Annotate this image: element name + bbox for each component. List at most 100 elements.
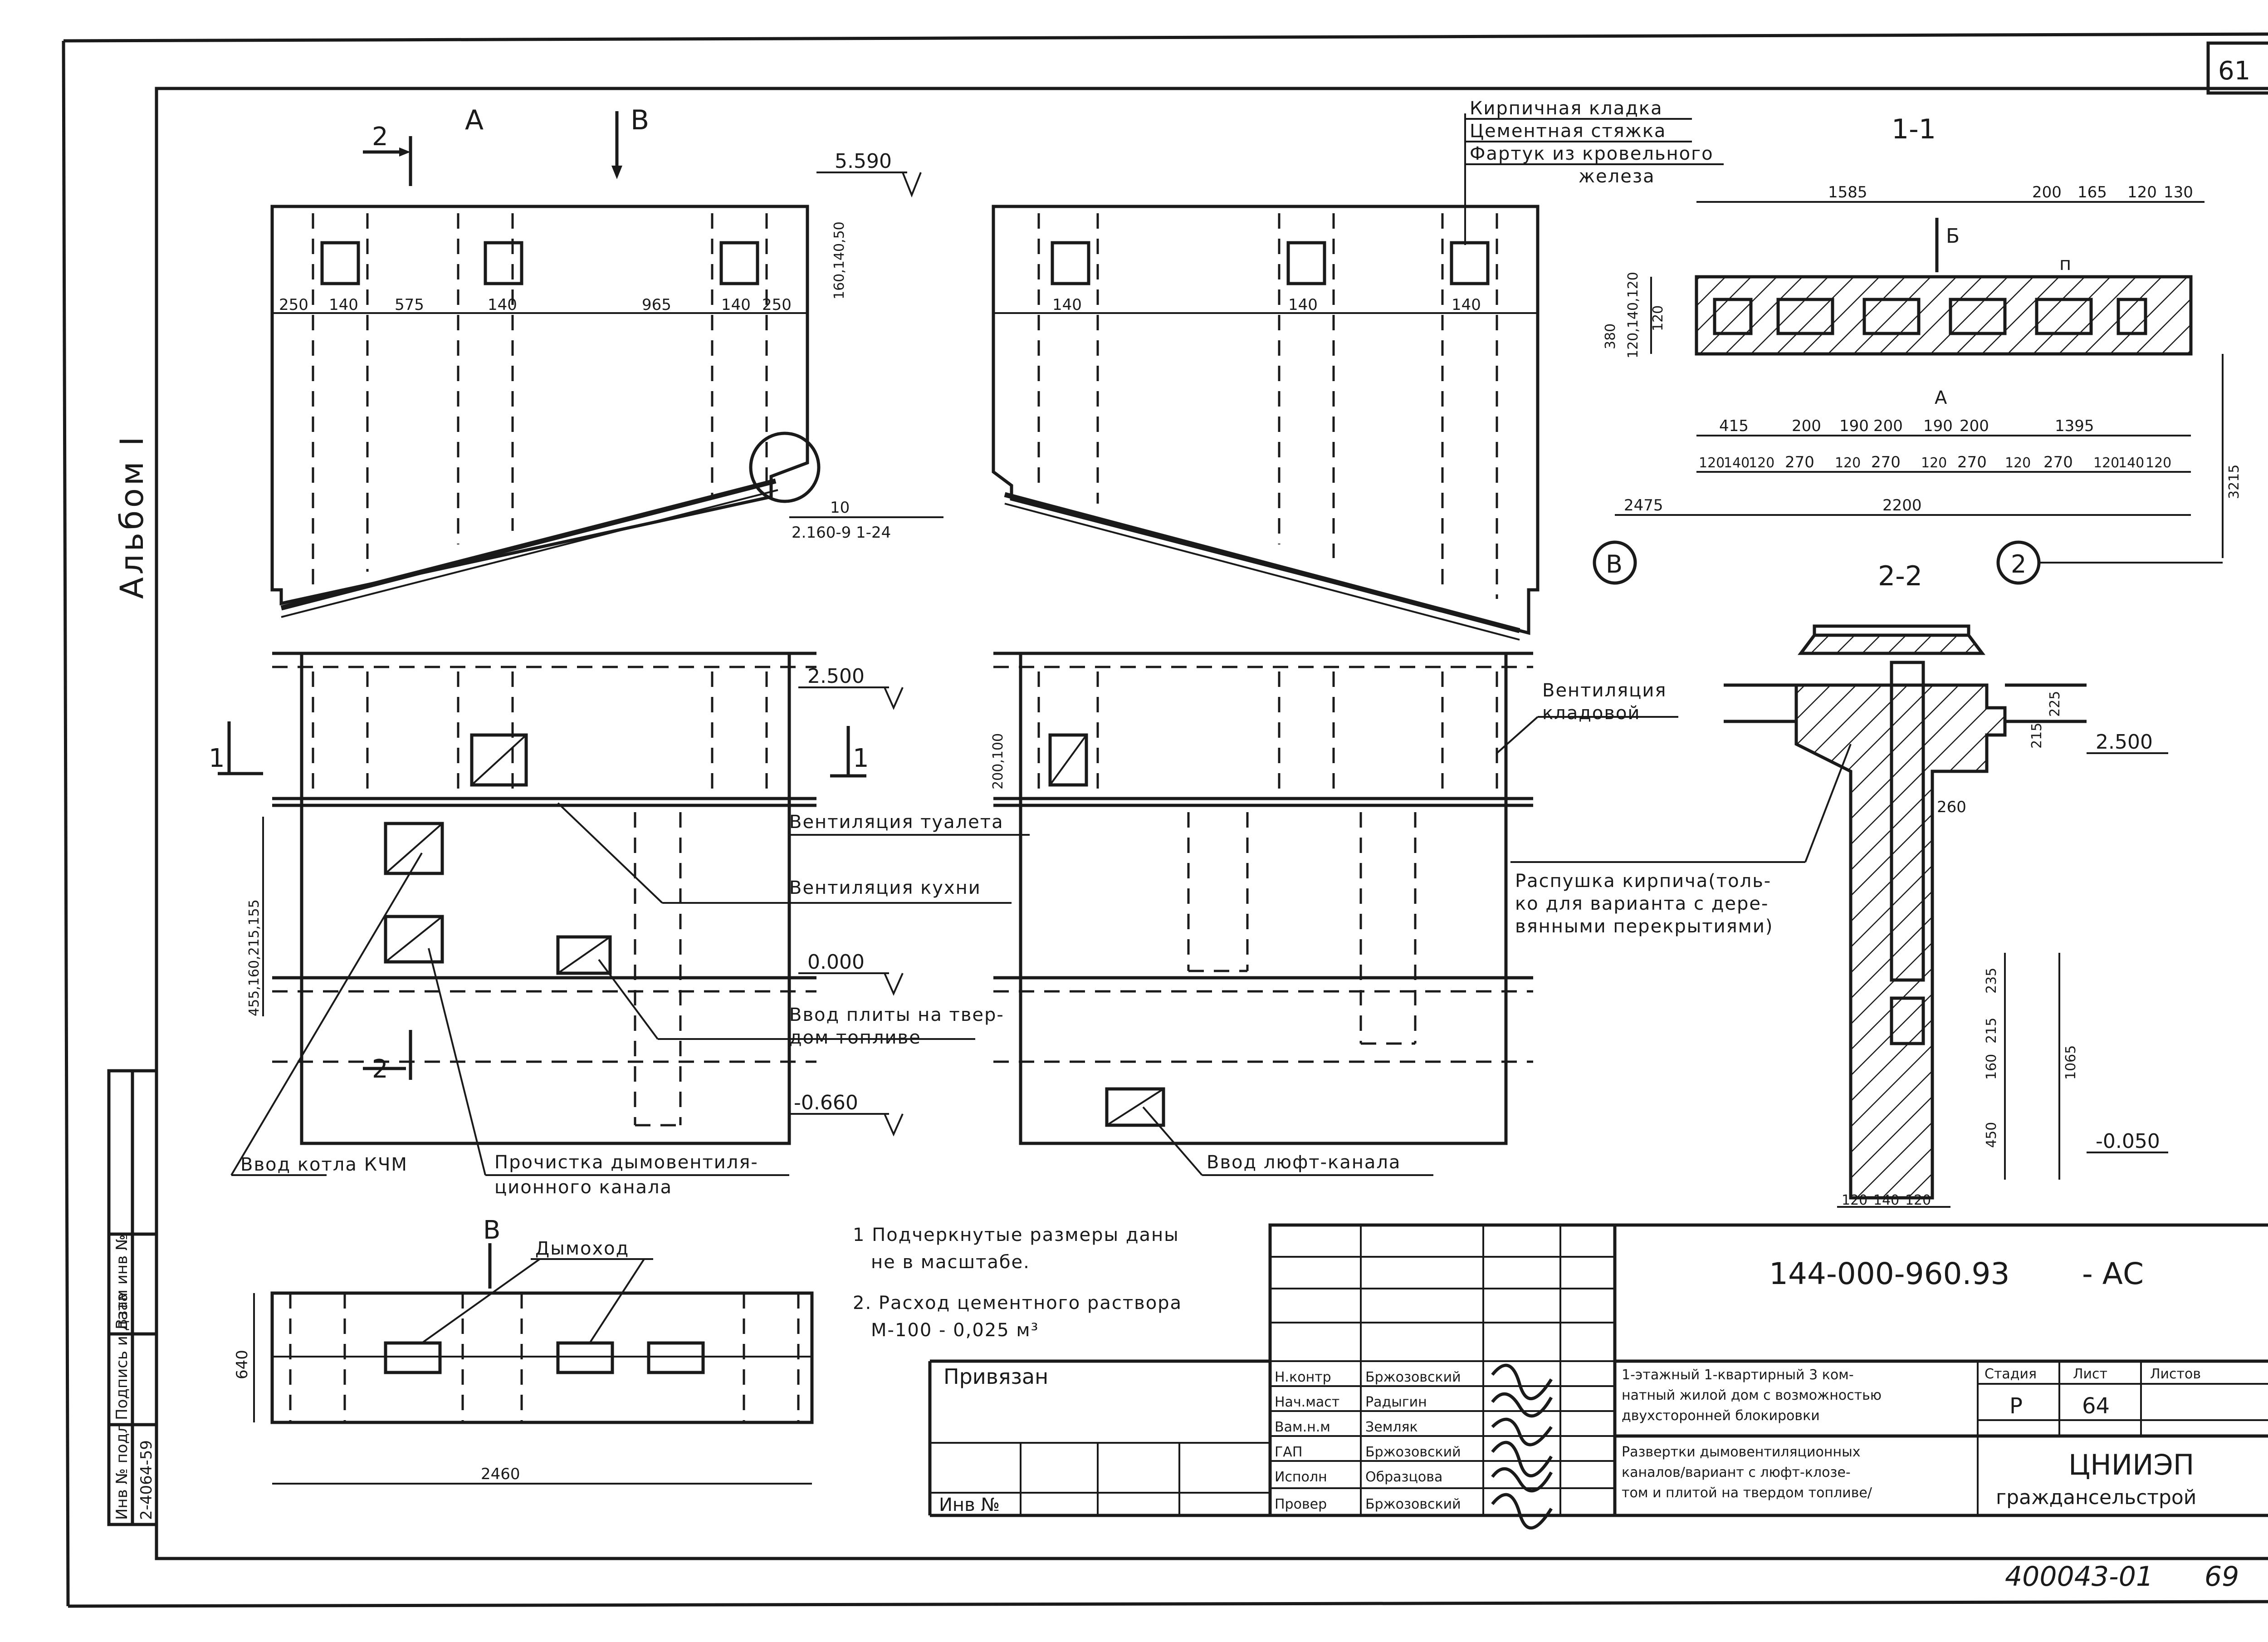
s11-mark-b: Б: [1946, 225, 1960, 248]
dim-top-3: 140: [488, 296, 517, 314]
s11-row1-0: 415: [1719, 417, 1749, 435]
sheet-label: Лист: [2073, 1366, 2107, 1382]
plan-dim-640: 640: [233, 1350, 251, 1379]
s22-bottom-1: 140: [1873, 1192, 1899, 1208]
s11-bottom-0: 2475: [1624, 496, 1663, 515]
s22-lower-450: 450: [1984, 1122, 1999, 1148]
sheet-line3: том и плитой на твердом топливе/: [1622, 1485, 1872, 1501]
plan-axis-b: В: [483, 1216, 500, 1245]
project-line3: двухсторонней блокировки: [1622, 1408, 1820, 1424]
s11-axis-2: 2: [2011, 550, 2026, 578]
label-stove-2: дом топливе: [789, 1027, 921, 1048]
title-inv: Инв №: [939, 1495, 1000, 1515]
stage-value: Р: [2009, 1393, 2023, 1419]
node-ref-bottom: 2.160-9 1-24: [792, 524, 891, 542]
strip-cell-inv-podl: Инв № подл: [113, 1423, 131, 1520]
strip-cell-replace-inv: Взам инв №: [113, 1235, 131, 1329]
plan-label-chimney: Дымоход: [535, 1238, 629, 1259]
elevation-right: 140 140 140 200,100 Кирпичная кладка Цем…: [990, 98, 1724, 1176]
s11-row2-6: 120: [1921, 455, 1947, 471]
label-cleanout-1: Прочистка дымовентиля-: [494, 1152, 758, 1173]
role-5: Провер: [1275, 1496, 1327, 1512]
note-1-line1: 1 Подчеркнутые размеры даны: [853, 1225, 1179, 1245]
s11-mark-a: А: [1935, 387, 1947, 408]
name-2: Земляк: [1365, 1419, 1418, 1435]
org-line1: ЦНИИЭП: [2068, 1448, 2194, 1481]
role-1: Нач.маст: [1275, 1394, 1339, 1410]
s11-row1-6: 1395: [2055, 417, 2094, 435]
s11-top-2: 165: [2077, 183, 2107, 201]
s11-right-dim: 3215: [2226, 465, 2242, 499]
section-mark-1-right: 1: [853, 744, 869, 773]
section-mark-2-top: 2: [372, 122, 388, 152]
sheet-line2: каналов/вариант с люфт-клозе-: [1622, 1465, 1851, 1480]
s22-label-3: вянными перекрытиями): [1515, 916, 1773, 937]
s22-bottom-2: 120: [1905, 1192, 1931, 1208]
dim-right-side: 200,100: [990, 733, 1006, 789]
s11-axis-b: В: [1606, 550, 1623, 578]
section-mark-1-left: 1: [209, 744, 225, 773]
s22-total-1065: 1065: [2063, 1045, 2079, 1080]
s11-row2-5: 270: [1871, 453, 1901, 471]
label-pantry-1: Вентиляция: [1542, 680, 1667, 701]
dim-right-top-1: 140: [1288, 296, 1318, 314]
sheet-line1: Развертки дымовентиляционных: [1622, 1444, 1861, 1460]
section-2-2-title: 2-2: [1878, 560, 1922, 592]
roof-layer-0: Кирпичная кладка: [1470, 98, 1663, 119]
s11-row2-2: 120: [1749, 455, 1774, 471]
roof-layer-1: Цементная стяжка: [1470, 121, 1666, 142]
name-3: Бржозовский: [1365, 1444, 1461, 1460]
title-code: 144-000-960.93: [1769, 1256, 2010, 1291]
note-1-line2: не в масштабе.: [871, 1252, 1030, 1273]
s11-row2-4: 120: [1835, 455, 1861, 471]
plan-b: В Дымоход 640 2460: [233, 1216, 814, 1485]
s11-top-1: 200: [2032, 183, 2062, 201]
s11-row2-11: 140: [2118, 455, 2144, 471]
sheet-frame: [62, 32, 2268, 1608]
level-2500: 2.500: [807, 665, 865, 688]
s22-lower-215: 215: [1984, 1018, 1999, 1044]
s22-bottom-0: 120: [1842, 1192, 1867, 1208]
s11-bottom-1: 2200: [1882, 496, 1922, 515]
note-2-line1: 2. Расход цементного раствора: [853, 1293, 1182, 1314]
s22-level-m0050: -0.050: [2096, 1130, 2160, 1153]
label-luft: Ввод люфт-канала: [1207, 1152, 1401, 1173]
role-3: ГАП: [1275, 1444, 1302, 1460]
dim-top-0: 250: [279, 296, 308, 314]
level-5590: 5.590: [835, 150, 892, 173]
s22-label-1: Распушка кирпича(толь-: [1515, 871, 1771, 892]
s22-dim-225: 225: [2047, 691, 2063, 717]
label-stove-1: Ввод плиты на твер-: [789, 1005, 1004, 1025]
s11-left-1: 120,140,120: [1625, 272, 1641, 358]
s11-row1-5: 200: [1960, 417, 1989, 435]
section-1-1: 1-1 1585 200 165 120 130 Б п 380 120,140…: [1593, 113, 2242, 585]
label-kitchen: Вентиляция кухни: [789, 877, 981, 898]
s22-lower-160: 160: [1984, 1054, 1999, 1080]
s11-row2-9: 270: [2043, 453, 2073, 471]
dim-right-top-0: 140: [1052, 296, 1082, 314]
stamp-bottom: 400043-01: [2005, 1561, 2153, 1593]
strip-inv-number: 2-4064-59: [137, 1440, 156, 1520]
name-4: Образцова: [1365, 1469, 1442, 1485]
label-pantry-2: кладовой: [1542, 703, 1640, 724]
name-1: Радыгин: [1365, 1394, 1427, 1410]
s11-top-3: 120: [2127, 183, 2157, 201]
s22-dim-215: 215: [2029, 723, 2045, 749]
label-boiler: Ввод котла КЧМ: [240, 1154, 408, 1175]
s22-dim-260: 260: [1937, 798, 1966, 816]
note-2-line2: М-100 - 0,025 м³: [871, 1320, 1039, 1341]
s11-row1-4: 190: [1923, 417, 1953, 435]
section-1-1-title: 1-1: [1892, 113, 1936, 145]
title-block: [928, 1223, 2268, 1517]
s11-top-0: 1585: [1828, 183, 1867, 201]
name-0: Бржозовский: [1365, 1369, 1461, 1385]
s11-row2-7: 270: [1957, 453, 1987, 471]
role-2: Вам.н.м: [1275, 1419, 1330, 1435]
s22-level-2500: 2.500: [2096, 730, 2153, 754]
sheet-corner-number: 61: [2218, 56, 2250, 86]
s22-lower-235: 235: [1984, 968, 1999, 994]
s22-label-2: ко для варианта с дере-: [1515, 893, 1769, 914]
s11-row2-0: 120: [1699, 455, 1725, 471]
s11-row1-3: 200: [1873, 417, 1903, 435]
